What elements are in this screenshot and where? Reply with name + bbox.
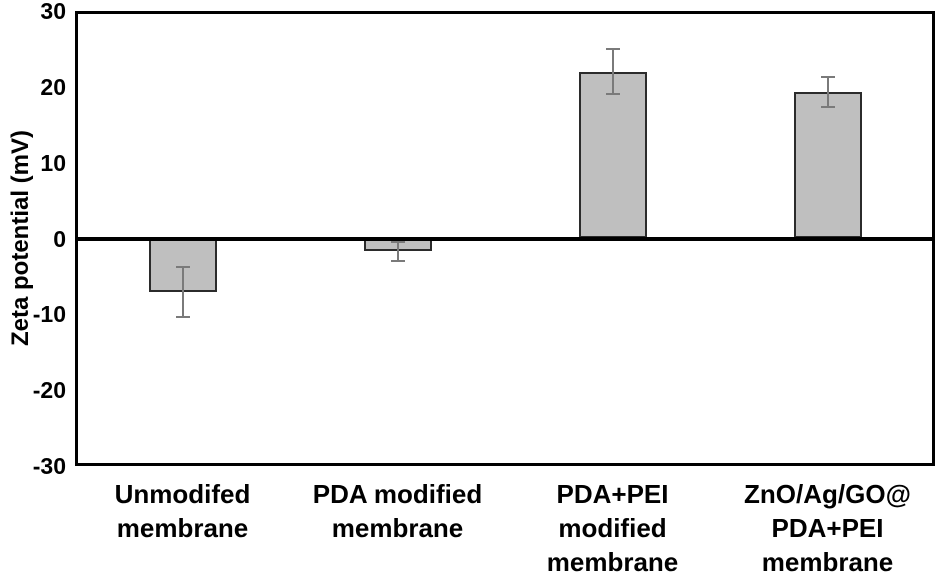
x-axis-label-line: Unmodifed [114,479,251,509]
y-tick-label: 10 [40,149,66,176]
x-axis-label: PDA+PEI modified membrane [501,477,725,576]
zero-axis-line [75,236,935,241]
x-axis-label: Unmodifed membrane [71,477,295,545]
x-axis-label-line: membrane [116,513,249,543]
x-axis-label-line: membrane [331,513,464,543]
x-axis-label-line: ZnO/Ag/GO@ [744,479,911,509]
error-bar-top-cap [820,75,835,78]
y-tick-label: 0 [53,225,66,252]
x-axis-label-line: membrane [546,547,679,576]
error-bar-bottom-cap [820,106,835,109]
x-axis-label-line: PDA+PEI [771,513,884,543]
bar [578,71,647,239]
x-axis-label: PDA modified membrane [286,477,510,545]
x-axis-label-line: PDA modified [312,479,483,509]
x-axis-label: ZnO/Ag/GO@ PDA+PEI membrane [716,477,940,576]
error-bar-bottom-cap [605,93,620,96]
y-tick-label: -10 [32,301,66,328]
x-axis-label-line: membrane [761,547,894,576]
error-bar-top-cap [175,265,190,268]
y-tick-label: -30 [32,453,66,479]
y-tick-label: -20 [32,377,66,404]
error-bar-bottom-cap [390,260,405,263]
error-bar-stem [826,76,829,108]
error-bar-bottom-cap [175,315,190,318]
error-bar-stem [611,48,614,95]
error-bar-stem [181,266,184,317]
y-tick-label: 30 [40,0,66,24]
x-axis-label-line: PDA+PEI [556,479,669,509]
y-tick-label: 20 [40,73,66,100]
error-bar-top-cap [390,240,405,243]
bar [793,92,862,239]
error-bar-top-cap [605,47,620,50]
x-axis-label-line: modified [558,513,667,543]
error-bar-stem [396,241,399,262]
